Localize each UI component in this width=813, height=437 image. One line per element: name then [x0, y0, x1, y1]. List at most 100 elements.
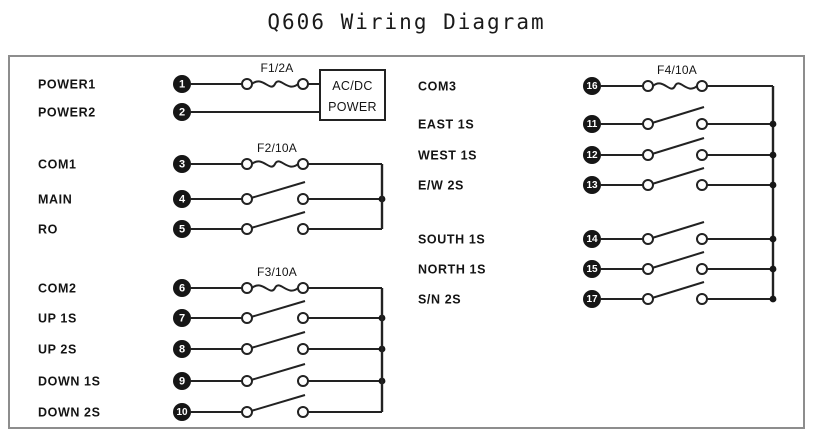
- switch-terminal-right: [696, 149, 708, 161]
- switch-blade: [250, 363, 306, 381]
- switch-terminal-left: [241, 375, 253, 387]
- terminal-label: POWER1: [38, 78, 96, 92]
- switch-symbol: [642, 221, 708, 245]
- switch-terminal-right: [297, 343, 309, 355]
- fuse-symbol: F2/10A: [241, 141, 309, 170]
- node-number: 10: [176, 407, 188, 418]
- switch-symbol: [642, 106, 708, 130]
- switch-terminal-right: [297, 223, 309, 235]
- switch-terminal-right: [297, 193, 309, 205]
- node-number: 17: [586, 294, 598, 305]
- fuse-terminal-left: [642, 80, 654, 92]
- switch-terminal-left: [241, 343, 253, 355]
- terminal-label: RO: [38, 223, 58, 237]
- switch-symbol: [642, 251, 708, 275]
- junction-dot: [769, 295, 777, 303]
- terminal-label: MAIN: [38, 193, 72, 207]
- terminal-node: 11: [583, 115, 601, 133]
- fuse-terminal-right: [297, 78, 309, 90]
- node-marker: [173, 309, 191, 327]
- node-marker: [583, 176, 601, 194]
- node-number: 12: [586, 150, 598, 161]
- fuse-element: [251, 80, 299, 88]
- terminal-label: E/W 2S: [418, 179, 464, 193]
- circuit-row: S/N 2S 17: [418, 281, 777, 308]
- switch-terminal-left: [241, 193, 253, 205]
- node-number: 4: [179, 194, 186, 206]
- circuit-row: POWER2 2: [38, 103, 320, 121]
- switch-symbol: [642, 167, 708, 191]
- terminal-node: 6: [173, 279, 191, 297]
- node-marker: [583, 77, 601, 95]
- node-number: 8: [179, 344, 185, 356]
- terminal-label: UP 1S: [38, 312, 77, 326]
- fuse-terminal-right: [297, 282, 309, 294]
- switch-symbol: [642, 281, 708, 305]
- node-marker: [583, 146, 601, 164]
- switch-blade: [250, 181, 306, 199]
- node-number: 15: [586, 264, 598, 275]
- node-number: 9: [179, 376, 185, 388]
- terminal-label: COM1: [38, 158, 77, 172]
- junction-dot: [769, 265, 777, 273]
- node-marker: [173, 279, 191, 297]
- fuse-terminal-left: [241, 158, 253, 170]
- switch-terminal-left: [241, 406, 253, 418]
- fuse-terminal-left: [241, 282, 253, 294]
- junction-dot: [769, 181, 777, 189]
- node-number: 5: [179, 224, 185, 236]
- node-marker: [173, 403, 191, 421]
- switch-terminal-right: [696, 179, 708, 191]
- terminal-label: POWER2: [38, 106, 96, 120]
- switch-terminal-left: [642, 149, 654, 161]
- switch-symbol: [241, 331, 309, 355]
- node-number: 7: [179, 313, 185, 325]
- power-unit-line2: POWER: [328, 100, 377, 114]
- terminal-node: 2: [173, 103, 191, 121]
- node-number: 1: [179, 79, 185, 91]
- terminal-label: UP 2S: [38, 343, 77, 357]
- page-title: Q606 Wiring Diagram: [267, 10, 546, 34]
- switch-terminal-left: [241, 312, 253, 324]
- terminal-node: 16: [583, 77, 601, 95]
- fuse-label: F2/10A: [257, 141, 297, 155]
- terminal-node: 5: [173, 220, 191, 238]
- terminal-label: SOUTH 1S: [418, 233, 485, 247]
- terminal-node: 15: [583, 260, 601, 278]
- switch-terminal-right: [696, 118, 708, 130]
- switch-blade: [651, 221, 705, 239]
- node-number: 13: [586, 180, 598, 191]
- circuit-row: E/W 2S 13: [418, 167, 777, 194]
- fuse-terminal-right: [297, 158, 309, 170]
- junction-dot: [769, 151, 777, 159]
- node-number: 16: [586, 81, 598, 92]
- node-marker: [583, 230, 601, 248]
- terminal-label: WEST 1S: [418, 149, 477, 163]
- circuit-row: WEST 1S 12: [418, 137, 777, 164]
- node-marker: [173, 372, 191, 390]
- node-marker: [173, 340, 191, 358]
- terminal-label: S/N 2S: [418, 293, 461, 307]
- terminal-node: 14: [583, 230, 601, 248]
- switch-blade: [651, 281, 705, 299]
- switch-terminal-left: [642, 118, 654, 130]
- junction-dot: [769, 120, 777, 128]
- fuse-label: F1/2A: [260, 61, 293, 75]
- circuit-row: UP 1S 7: [38, 300, 386, 327]
- terminal-node: 10: [173, 403, 191, 421]
- terminal-node: 9: [173, 372, 191, 390]
- terminal-node: 17: [583, 290, 601, 308]
- terminal-node: 7: [173, 309, 191, 327]
- switch-symbol: [241, 211, 309, 235]
- node-number: 2: [179, 107, 185, 119]
- node-marker: [583, 115, 601, 133]
